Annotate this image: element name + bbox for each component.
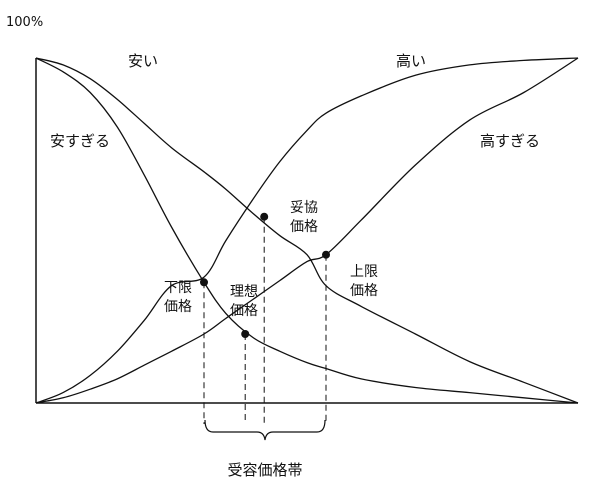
series-line-expensive xyxy=(35,57,579,404)
point-ideal xyxy=(241,330,250,338)
series-label-expensive: 高い xyxy=(396,52,426,70)
y-top-label: 100% xyxy=(6,15,43,30)
point-lower-limit xyxy=(200,278,208,287)
series-label-too-expensive: 高すぎる xyxy=(480,132,540,150)
point-label-compromise: 妥協価格 xyxy=(290,200,318,235)
series-label-cheap: 安い xyxy=(128,52,158,70)
series-line-cheap xyxy=(35,57,579,404)
point-label-ideal: 理想価格 xyxy=(230,284,258,319)
point-label-lower-limit: 下限価格 xyxy=(164,280,192,315)
range-label: 受容価格帯 xyxy=(227,461,302,479)
range-brace xyxy=(204,419,326,441)
point-compromise xyxy=(260,212,269,221)
series-line-too-cheap xyxy=(35,57,579,404)
series-label-too-cheap: 安すぎる xyxy=(50,132,110,150)
point-label-upper-limit: 上限価格 xyxy=(350,264,378,299)
point-upper-limit xyxy=(322,250,330,259)
series-line-too-expensive xyxy=(35,57,579,404)
